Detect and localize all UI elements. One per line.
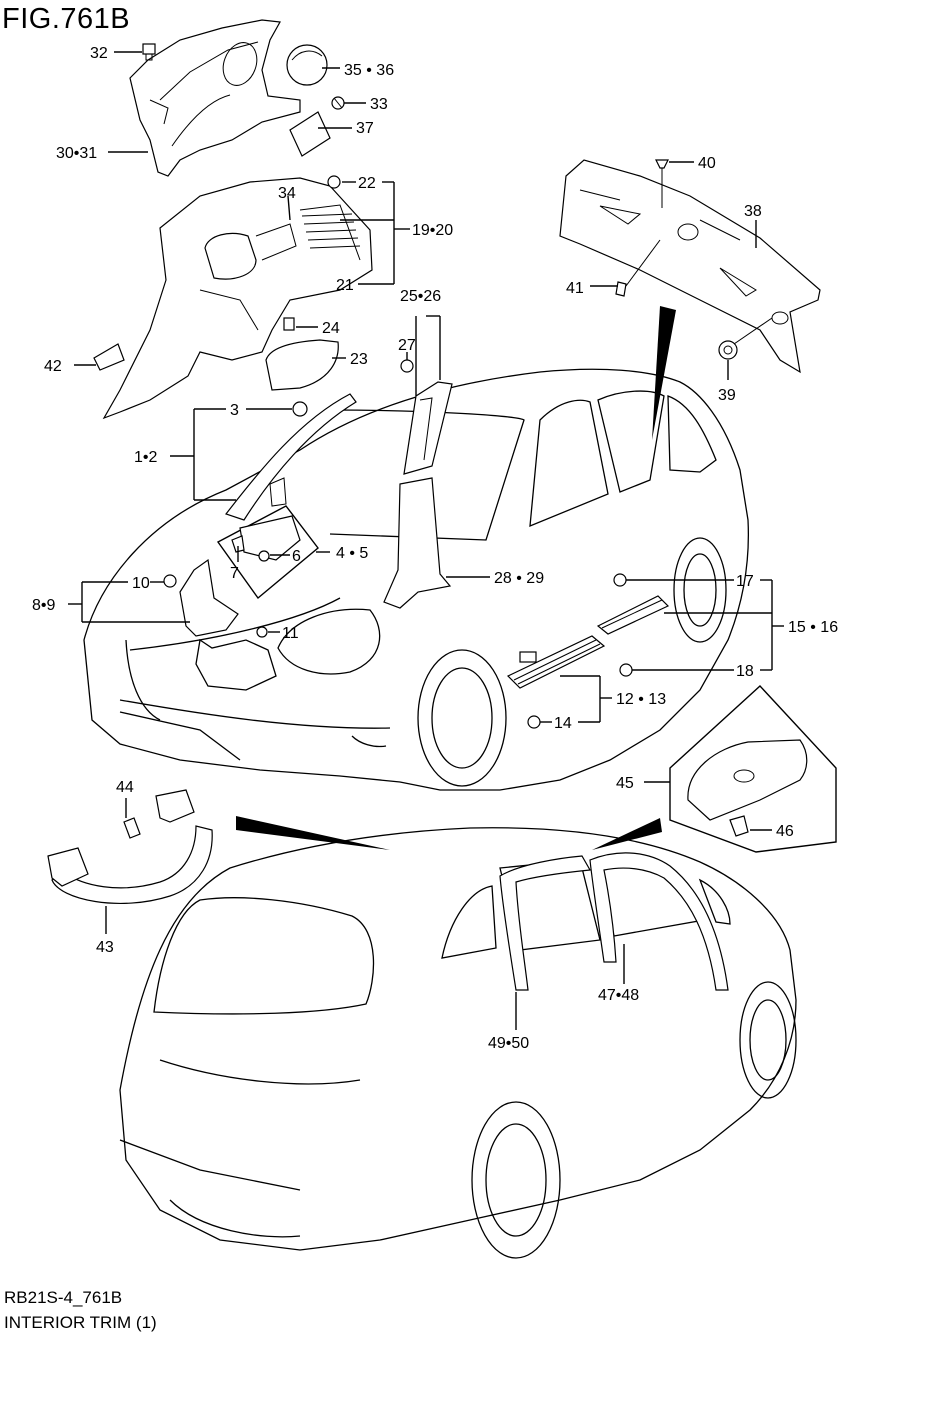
quarter-trim-lower-part	[102, 177, 373, 420]
rear-sill-plate-part	[596, 595, 670, 635]
label-4-5: 4 • 5	[336, 545, 368, 562]
cover-part-23	[265, 339, 339, 391]
front-car-body	[83, 368, 749, 791]
label-40: 40	[698, 155, 716, 172]
assist-grip-part	[47, 789, 213, 905]
label-11: 11	[282, 625, 299, 642]
diagram-name: INTERIOR TRIM (1)	[4, 1313, 157, 1332]
cowl-side-trim-part	[179, 558, 239, 637]
label-47-48: 47•48	[598, 987, 639, 1004]
label-43: 43	[96, 939, 114, 956]
label-49-50: 49•50	[488, 1035, 529, 1052]
hook-part-42	[93, 343, 125, 371]
label-39: 39	[718, 387, 736, 404]
label-30-31: 30•31	[56, 145, 97, 162]
label-17: 17	[736, 573, 754, 590]
label-19-20: 19•20	[412, 222, 453, 239]
label-7: 7	[230, 565, 239, 582]
b-pillar-lower-trim-part	[383, 477, 452, 609]
label-10: 10	[132, 575, 150, 592]
clip-part-10	[163, 574, 177, 588]
clip-part-14	[527, 715, 541, 729]
b-pillar-upper-trim-part	[403, 381, 453, 475]
label-23: 23	[350, 351, 368, 368]
label-18: 18	[736, 663, 754, 680]
clip-part-11	[256, 626, 268, 638]
label-42: 42	[44, 358, 62, 375]
rear-door-weatherstrip-part	[499, 855, 591, 991]
dome-light-detail-box	[669, 685, 837, 853]
label-37: 37	[356, 120, 374, 137]
label-28-29: 28 • 29	[494, 570, 544, 587]
label-15-16: 15 • 16	[788, 619, 838, 636]
trim-cap-part	[286, 44, 328, 86]
clip-part-24	[283, 317, 295, 331]
label-24: 24	[322, 320, 340, 337]
front-door-weatherstrip-part	[589, 852, 729, 991]
quarter-trim-upper-part	[129, 19, 301, 177]
label-22: 22	[358, 175, 376, 192]
label-33: 33	[370, 96, 388, 113]
label-41: 41	[566, 280, 584, 297]
label-8-9: 8•9	[32, 597, 56, 614]
label-27: 27	[398, 337, 416, 354]
label-12-13: 12 • 13	[616, 691, 666, 708]
diagram-code: RB21S-4_761B	[4, 1288, 123, 1307]
pad-part-37	[289, 111, 331, 157]
clip-part-27	[400, 359, 414, 373]
clip-part-40	[655, 159, 669, 208]
clip-part-32	[142, 43, 156, 61]
label-32: 32	[90, 45, 108, 62]
label-3: 3	[230, 402, 239, 419]
clip-part-41	[615, 281, 627, 297]
label-25-26: 25•26	[400, 288, 441, 305]
label-1-2: 1•2	[134, 449, 158, 466]
label-14: 14	[554, 715, 572, 732]
figure-title: FIG.761B	[2, 3, 131, 35]
label-38: 38	[744, 203, 762, 220]
clip-part-22	[327, 175, 341, 189]
clip-part-33	[331, 96, 345, 110]
label-21: 21	[336, 277, 354, 294]
a-pillar-trim-part	[225, 393, 357, 521]
label-45: 45	[616, 775, 634, 792]
front-sill-plate-part	[506, 635, 606, 689]
label-44: 44	[116, 779, 134, 796]
label-6: 6	[292, 548, 301, 565]
clip-part-3	[292, 401, 308, 417]
clip-part-18	[619, 663, 633, 677]
clip-part-17	[613, 573, 627, 587]
label-46: 46	[776, 823, 794, 840]
back-door-trim-part	[559, 159, 821, 374]
label-34: 34	[278, 185, 296, 202]
grommet-part-39	[718, 340, 738, 360]
side-panel-detail-box	[216, 505, 319, 600]
label-35-36: 35 • 36	[344, 62, 394, 79]
